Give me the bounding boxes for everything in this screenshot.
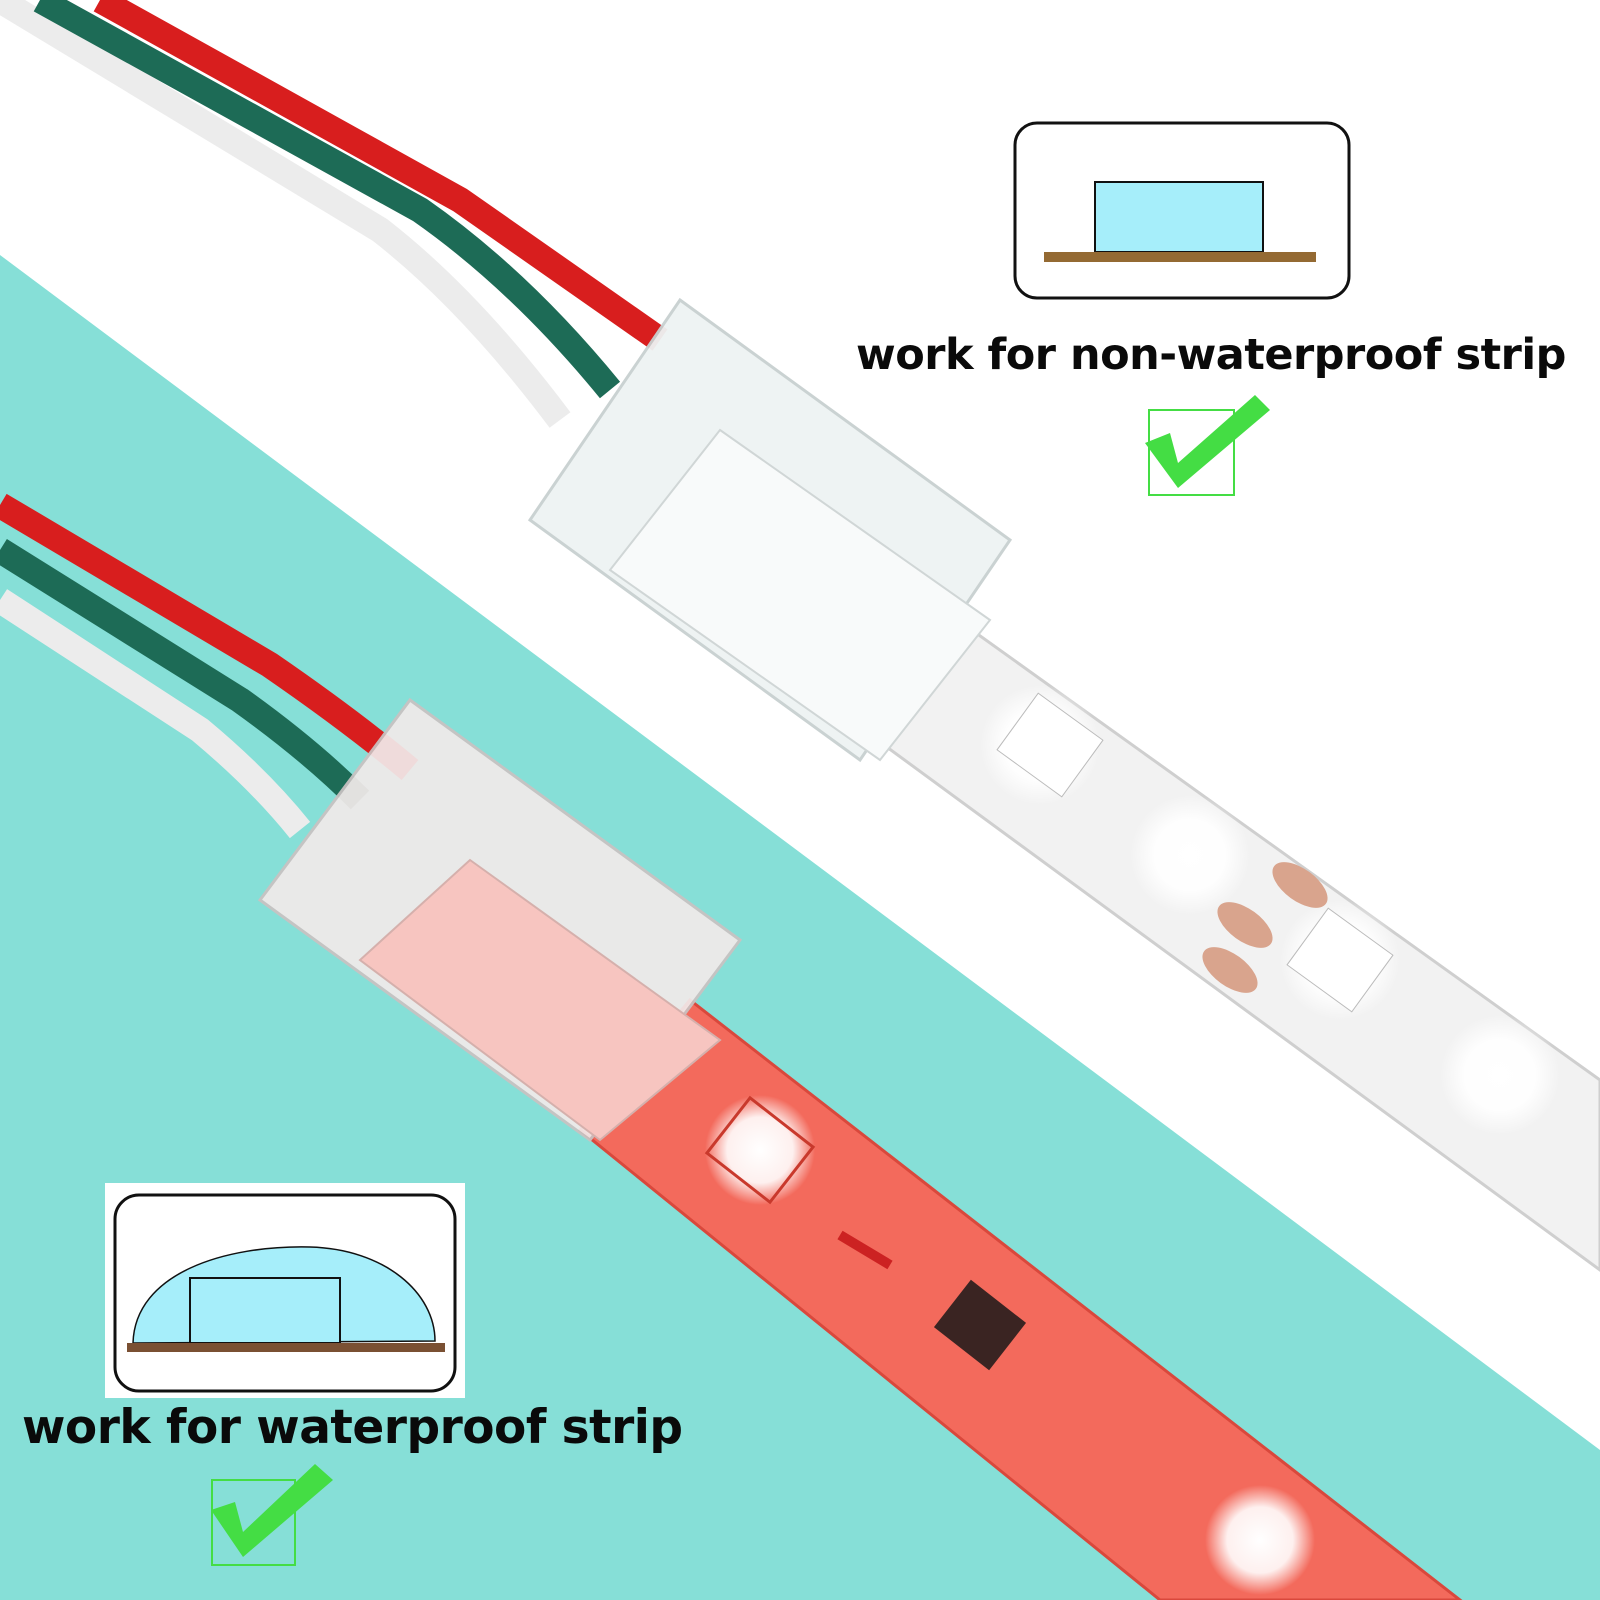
waterproof-strip-diagram-icon bbox=[105, 1183, 465, 1398]
white-strip-leds bbox=[980, 685, 1560, 1135]
green-checkmark-icon bbox=[1145, 395, 1270, 496]
green-checkmark-icon bbox=[211, 1464, 333, 1566]
red-strip-components bbox=[704, 1095, 1315, 1595]
non-waterproof-strip-diagram-icon bbox=[1013, 121, 1351, 300]
waterproof-label: work for waterproof strip bbox=[22, 1400, 683, 1455]
bottom-connector bbox=[257, 697, 743, 1143]
top-wires bbox=[0, 0, 668, 428]
top-connector bbox=[527, 297, 1013, 763]
non-waterproof-label: work for non-waterproof strip bbox=[856, 330, 1566, 380]
